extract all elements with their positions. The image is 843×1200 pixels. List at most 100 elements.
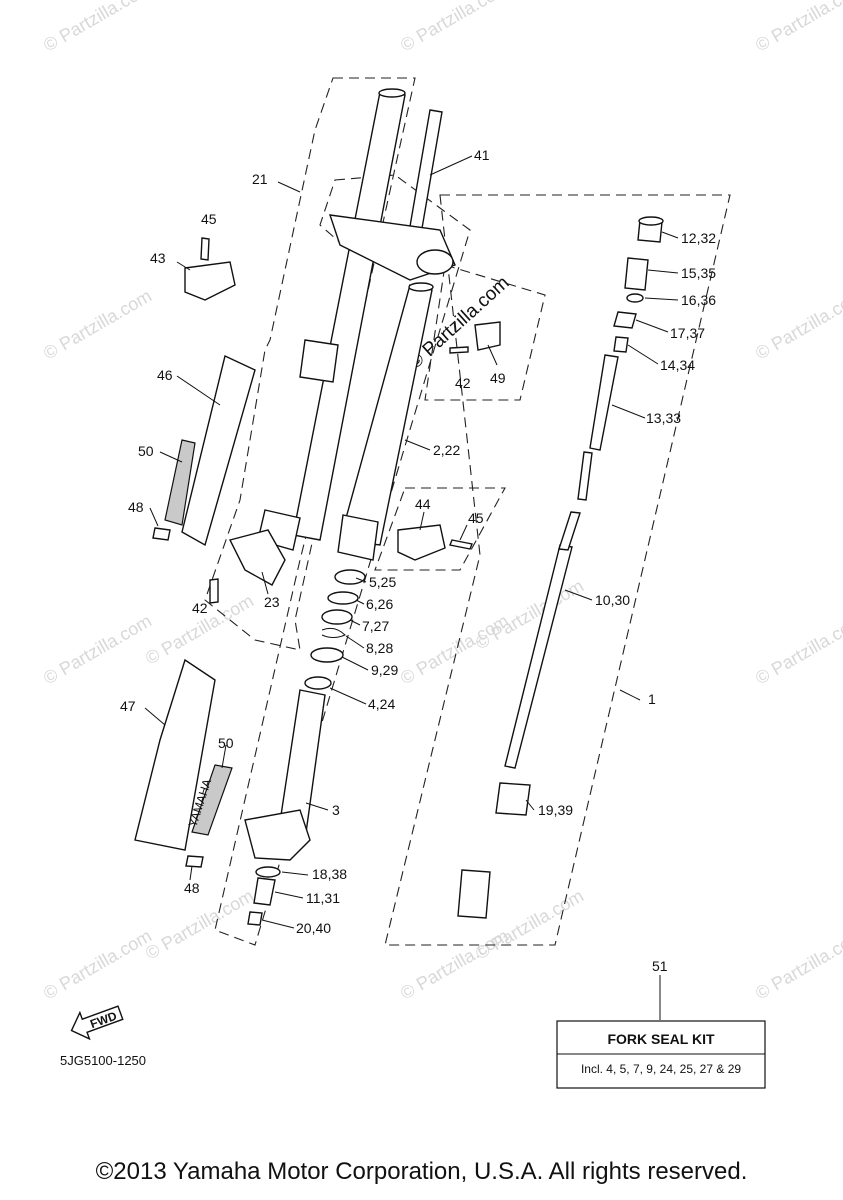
- watermark: © Partzilla.com: [752, 610, 843, 688]
- callout-12: 12,32: [681, 230, 716, 246]
- spring-15: [624, 257, 649, 291]
- parts: YAMAHA: [134, 88, 664, 926]
- fork-guard-46: [181, 355, 256, 547]
- callout-8: 8,28: [366, 640, 393, 656]
- watermark: © Partzilla.com: [40, 925, 155, 1003]
- spring-19: [495, 782, 531, 816]
- callout-1: 1: [648, 691, 656, 707]
- callout-43: 43: [150, 250, 166, 266]
- damper-rod-10: [504, 544, 573, 769]
- clip-8: [321, 627, 346, 638]
- callout-16: 16,36: [681, 292, 716, 308]
- outer-tube-band: [299, 339, 339, 383]
- decal-50-upper: [164, 439, 196, 526]
- cap-bolt-top: [638, 216, 664, 226]
- callout-42: 42: [455, 375, 471, 391]
- axle-bracket-23: [228, 529, 286, 586]
- callout-3: 3: [332, 802, 340, 818]
- kit-subtitle: Incl. 4, 5, 7, 9, 24, 25, 27 & 29: [581, 1062, 741, 1076]
- watermarks: © Partzilla.com © Partzilla.com © Partzi…: [40, 0, 843, 1003]
- bolt-48b: [185, 855, 204, 868]
- callout-21: 21: [252, 171, 268, 187]
- clamp-43: [184, 261, 236, 301]
- callout-49: 49: [490, 370, 506, 386]
- callout-45: 45: [201, 211, 217, 227]
- fwd-arrow: FWD: [70, 1005, 124, 1041]
- callout-47: 47: [120, 698, 136, 714]
- callout-48: 48: [184, 880, 200, 896]
- bolt-42b: [209, 578, 219, 604]
- callout-17: 17,37: [670, 325, 705, 341]
- callout-23: 23: [264, 594, 280, 610]
- emblem-50: [191, 764, 233, 836]
- callouts: 21 41 45 43 12,32 15,35 16,36 17,37 14,3…: [120, 147, 716, 974]
- rod-collar: [558, 511, 581, 551]
- callout-15: 15,35: [681, 265, 716, 281]
- o-ring-18: [255, 866, 281, 878]
- inner-tube-collar: [337, 514, 379, 561]
- watermark: © Partzilla.com: [472, 885, 587, 963]
- inner-tube-top: [408, 282, 434, 292]
- kit-title: FORK SEAL KIT: [607, 1031, 715, 1047]
- bolt-45a: [200, 237, 210, 261]
- callout-42: 42: [192, 600, 208, 616]
- callout-50: 50: [138, 443, 154, 459]
- watermark: © Partzilla.com: [752, 285, 843, 363]
- watermark: © Partzilla.com: [752, 925, 843, 1003]
- diagram-code: 5JG5100-1250: [60, 1053, 146, 1068]
- callout-10: 10,30: [595, 592, 630, 608]
- fwd-arrow-icon: [70, 1005, 124, 1041]
- outer-tube-cap: [378, 88, 406, 98]
- dust-seal-9: [310, 647, 344, 663]
- bushing-4: [304, 676, 332, 690]
- axle-holder-3: [244, 809, 311, 861]
- callout-41: 41: [474, 147, 490, 163]
- clamp-44-boundary: [374, 487, 506, 571]
- rod-13: [589, 354, 619, 451]
- callout-50: 50: [218, 735, 234, 751]
- rod-thread: [577, 451, 593, 501]
- clamp-boss: [416, 249, 454, 275]
- callout-44: 44: [415, 496, 431, 512]
- callout-5: 5,25: [369, 574, 396, 590]
- fork-seal-kit: FORK SEAL KIT Incl. 4, 5, 7, 9, 24, 25, …: [556, 1020, 766, 1089]
- base-valve-11: [253, 877, 276, 906]
- callout-11: 11,31: [306, 890, 340, 906]
- watermark: © Partzilla.com: [40, 610, 155, 688]
- leader-lines: [144, 155, 679, 1020]
- watermark: © Partzilla.com: [142, 885, 257, 963]
- o-ring-16: [626, 293, 644, 303]
- callout-14: 14,34: [660, 357, 695, 373]
- clamp-44: [397, 524, 446, 561]
- callout-13: 13,33: [646, 410, 681, 426]
- oil-seal-7: [321, 609, 353, 625]
- fork-guard-47: [134, 658, 216, 851]
- callout-2: 2,22: [433, 442, 460, 458]
- watermark: © Partzilla.com: [752, 0, 843, 55]
- callout-45: 45: [468, 510, 484, 526]
- copyright-notice: ©2013 Yamaha Motor Corporation, U.S.A. A…: [95, 1158, 748, 1185]
- callout-7: 7,27: [362, 618, 389, 634]
- nut-14: [613, 336, 629, 353]
- bolt-45b: [449, 539, 473, 550]
- callout-19: 19,39: [538, 802, 573, 818]
- callout-18: 18,38: [312, 866, 347, 882]
- bracket-49: [474, 321, 501, 351]
- callout-6: 6,26: [366, 596, 393, 612]
- callout-20: 20,40: [296, 920, 331, 936]
- callout-46: 46: [157, 367, 173, 383]
- bolt-48a: [152, 527, 171, 541]
- washer-6: [327, 591, 359, 605]
- bushing-5: [334, 569, 366, 585]
- callout-51: 51: [652, 958, 668, 974]
- bolt-42a: [449, 346, 469, 354]
- steering-stem-41: [407, 109, 443, 241]
- callout-9: 9,29: [371, 662, 398, 678]
- watermark: © Partzilla.com: [472, 575, 587, 653]
- watermark: © Partzilla.com: [397, 0, 512, 55]
- spring-lower: [457, 869, 491, 919]
- watermark: © Partzilla.com: [40, 0, 155, 55]
- bolt-20: [247, 911, 263, 926]
- fwd-label: FWD: [88, 1009, 119, 1032]
